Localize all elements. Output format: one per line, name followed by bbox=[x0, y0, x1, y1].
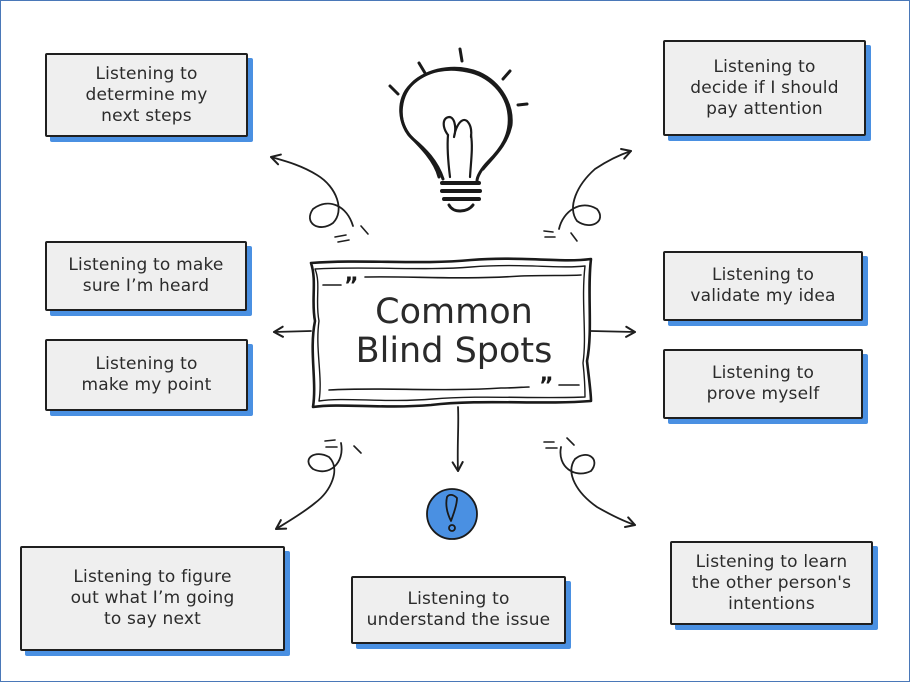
arrow-to-make-my-point bbox=[274, 442, 343, 531]
blind-spot-make-my-point: Listening to make my point bbox=[45, 339, 248, 411]
blind-spot-label: Listening to figure out what I’m going t… bbox=[70, 567, 235, 629]
svg-text:”: ” bbox=[344, 274, 358, 299]
blind-spot-label: Listening to make my point bbox=[81, 354, 212, 395]
blind-spot-label: Listening to decide if I should pay atte… bbox=[690, 56, 839, 119]
exclamation-icon bbox=[426, 488, 478, 540]
lightbulb-icon bbox=[388, 47, 529, 213]
blind-spot-validate-idea: Listening to validate my idea bbox=[663, 251, 863, 321]
arrow-to-intentions bbox=[559, 446, 637, 528]
blind-spot-label: Listening to determine my next steps bbox=[85, 63, 208, 126]
center-title: Common Blind Spots bbox=[355, 292, 553, 371]
blind-spot-understand-issue: Listening to understand the issue bbox=[351, 576, 566, 644]
blind-spot-prove-myself: Listening to prove myself bbox=[663, 349, 863, 419]
blind-spot-label: Listening to validate my idea bbox=[690, 265, 836, 306]
blind-spot-next-steps: Listening to determine my next steps bbox=[45, 53, 248, 137]
blind-spot-label: Listening to learn the other person's in… bbox=[691, 551, 852, 614]
arrow-to-left bbox=[272, 325, 312, 338]
svg-text:”: ” bbox=[539, 374, 553, 399]
arrow-to-pay-attention bbox=[558, 148, 633, 230]
blind-spot-say-next: Listening to figure out what I’m going t… bbox=[20, 546, 285, 651]
blind-spot-intentions: Listening to learn the other person's in… bbox=[670, 541, 873, 625]
arrow-to-next-steps bbox=[269, 153, 354, 228]
arrow-to-bottom bbox=[451, 406, 464, 473]
center-banner-frame: ” ” bbox=[309, 257, 593, 409]
blind-spot-label: Listening to understand the issue bbox=[366, 589, 551, 630]
blind-spot-pay-attention: Listening to decide if I should pay atte… bbox=[663, 40, 866, 136]
blind-spot-label: Listening to prove myself bbox=[706, 363, 820, 404]
blind-spot-make-sure-heard: Listening to make sure I’m heard bbox=[45, 241, 247, 311]
arrow-to-right bbox=[590, 325, 637, 338]
blind-spot-label: Listening to make sure I’m heard bbox=[68, 255, 224, 296]
